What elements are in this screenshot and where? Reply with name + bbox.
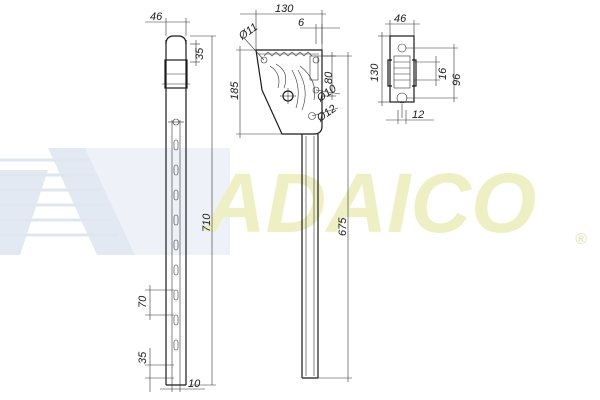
watermark: ADAICO ®	[0, 148, 587, 255]
detail-dim-inner-height: 16	[437, 67, 449, 80]
front-head-top	[165, 35, 187, 45]
side-dim-plate-height: 185	[229, 81, 241, 100]
front-dim-slot: 35	[137, 351, 149, 364]
side-hole-top-left	[260, 56, 268, 64]
side-plate-slot-b	[291, 69, 306, 111]
front-dim-width-top: 46	[150, 11, 163, 23]
front-arm	[165, 118, 187, 385]
detail-view: 46 130 16 96 12	[369, 13, 463, 124]
side-dim-dia-low: Ø12	[314, 103, 339, 125]
side-plate	[255, 49, 323, 135]
front-dim-bottom-width: 10	[188, 378, 201, 390]
side-arm	[301, 134, 319, 379]
watermark-stripes	[0, 148, 230, 255]
detail-dim-bottom: 12	[412, 109, 424, 121]
detail-body	[389, 35, 415, 103]
front-dim-pitch: 70	[137, 295, 149, 308]
front-head-sides	[165, 40, 187, 118]
detail-dim-overall: 96	[451, 73, 463, 86]
side-plate-slot-a	[269, 63, 287, 89]
side-dim-arm-height: 675	[337, 217, 349, 236]
side-dim-plate-width: 130	[275, 3, 294, 15]
side-dim-dia-mid: Ø10	[314, 82, 339, 105]
side-dim-slot-height: 80	[323, 71, 335, 84]
front-slots	[173, 139, 179, 351]
side-hole-top-right	[312, 56, 320, 64]
front-view: 46 35 710 70 35 10	[137, 11, 216, 392]
front-dim-top-offset: 35	[194, 47, 206, 60]
watermark-text: ADAICO	[203, 156, 536, 250]
detail-top-hole	[397, 43, 407, 53]
front-dim-height: 710	[201, 213, 213, 232]
watermark-registered-mark: ®	[575, 231, 587, 248]
detail-dim-width: 46	[394, 13, 407, 25]
side-dim-dia-top: Ø11	[236, 21, 260, 43]
side-dim-offset: 6	[298, 17, 305, 29]
detail-dim-height: 130	[369, 63, 381, 82]
